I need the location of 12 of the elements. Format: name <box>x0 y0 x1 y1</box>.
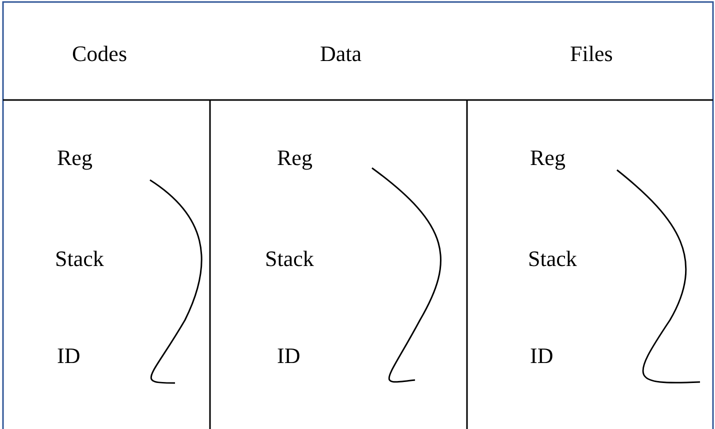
cell-text: ID <box>530 345 554 367</box>
cell-text: Stack <box>265 248 314 270</box>
cell-text: Reg <box>530 147 566 169</box>
cell-text: Reg <box>57 147 92 169</box>
cell-text: Stack <box>55 248 104 270</box>
column-header: Codes <box>72 43 127 65</box>
cell-text: ID <box>277 345 300 367</box>
column-header: Files <box>570 43 613 65</box>
cell-text: Stack <box>528 248 577 270</box>
cell-text: Reg <box>277 147 312 169</box>
column-header: Data <box>320 43 362 65</box>
cell-text: ID <box>57 345 80 367</box>
